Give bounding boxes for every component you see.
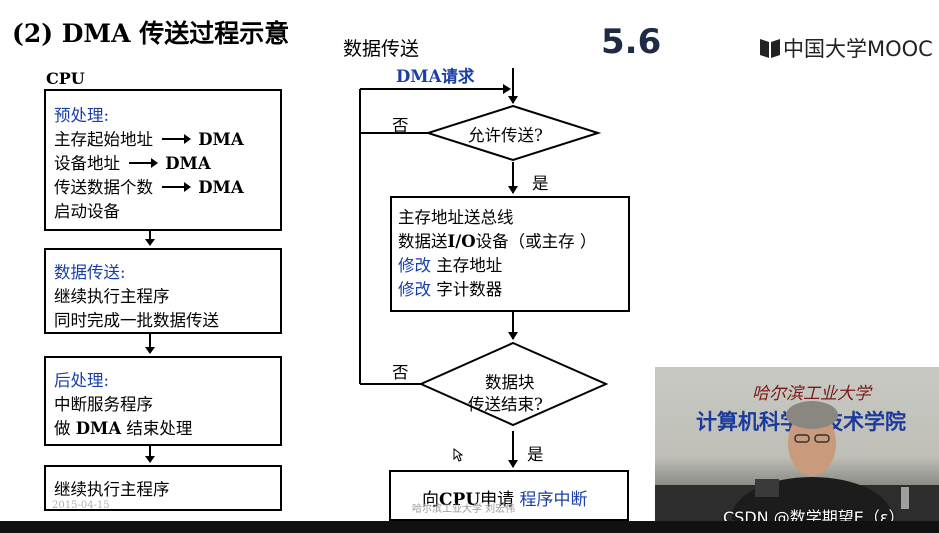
preprocess-line-text: 设备地址: [54, 154, 120, 173]
mouse-cursor-icon: [453, 448, 463, 462]
postprocess-dma: DMA: [75, 419, 122, 438]
book-icon: [760, 39, 780, 58]
preprocess-line-text: 启动设备: [54, 202, 120, 221]
process-line: 修改 字计数器: [398, 278, 596, 302]
preprocess-line-target: DMA: [198, 178, 244, 197]
postprocess-box: 后处理: 中断服务程序 做 DMA 结束处理: [44, 356, 282, 446]
preprocess-line-target: DMA: [198, 130, 244, 149]
slide-date: 2015-04-15: [52, 500, 110, 511]
bottom-bar: [0, 521, 939, 533]
preprocess-line: 设备地址 DMA: [54, 152, 280, 176]
slide-subtitle: 数据传送: [343, 38, 420, 60]
yes-label: 是: [532, 174, 549, 193]
process-keyword: 修改: [398, 280, 431, 299]
interrupt-request-text: 向CPU申请 程序中断: [422, 485, 588, 510]
dma-request-label: DMA请求: [396, 67, 475, 86]
process-line: 修改 主存地址: [398, 254, 596, 278]
process-line: 主存地址送总线: [398, 208, 514, 227]
slide-title: (2) DMA 传送过程示意: [12, 19, 290, 48]
end-text: 申请: [480, 490, 520, 510]
process-text: 设备（或主存 ）: [475, 232, 597, 251]
end-cpu: CPU: [439, 490, 481, 510]
no-label: 否: [392, 363, 409, 382]
decision-block-done-line: 传送结束?: [468, 395, 543, 414]
preprocess-box: 预处理: 主存起始地址 DMA 设备地址 DMA 传送数据个数 DMA 启动设备: [44, 89, 282, 231]
instructor-video: 哈尔滨工业大学 计算机科学与技术学院: [655, 367, 939, 530]
postprocess-line: 做 DMA 结束处理: [54, 417, 280, 441]
postprocess-line: 中断服务程序: [54, 395, 153, 414]
process-text: 数据送: [398, 232, 448, 251]
transfer-process-text: 主存地址送总线 数据送I/O设备（或主存 ） 修改 主存地址 修改 字计数器: [398, 206, 596, 302]
slide-university: 哈尔滨工业大学 刘宏伟: [412, 504, 516, 515]
postprocess-heading: 后处理:: [54, 371, 110, 390]
preprocess-line: 启动设备: [54, 200, 280, 224]
data-transfer-line: 继续执行主程序: [54, 287, 170, 306]
process-keyword: 修改: [398, 256, 431, 275]
postprocess-suffix: 结束处理: [121, 419, 193, 438]
resume-main-text: 继续执行主程序: [54, 480, 170, 499]
preprocess-line-text: 传送数据个数: [54, 178, 153, 197]
data-transfer-heading: 数据传送:: [54, 263, 126, 282]
video-brand-text: 哈尔滨工业大学: [752, 384, 871, 404]
logo-text: 中国大学MOOC: [783, 37, 933, 61]
no-label: 否: [392, 116, 409, 135]
mooc-logo: 中国大学MOOC: [760, 30, 939, 66]
preprocess-line-target: DMA: [165, 154, 211, 173]
right-arrow-icon: [158, 128, 198, 152]
preprocess-line: 主存起始地址 DMA: [54, 128, 280, 152]
process-text: 主存地址: [431, 256, 503, 275]
right-arrow-icon: [158, 176, 198, 200]
process-text: 字计数器: [431, 280, 503, 299]
preprocess-heading: 预处理:: [54, 106, 110, 125]
end-keyword: 程序中断: [519, 490, 588, 510]
cpu-label: CPU: [46, 69, 85, 88]
process-io: I/O: [447, 232, 476, 251]
process-line: 数据送I/O设备（或主存 ）: [398, 230, 596, 254]
decision-allow-transfer: 允许传送?: [468, 126, 543, 145]
end-text: 向: [422, 490, 439, 510]
yes-label: 是: [527, 445, 544, 464]
preprocess-line-text: 主存起始地址: [54, 130, 153, 149]
section-number: 5.6: [601, 22, 662, 62]
postprocess-prefix: 做: [54, 419, 76, 438]
data-transfer-box: 数据传送: 继续执行主程序 同时完成一批数据传送: [44, 248, 282, 334]
decision-block-done-line: 数据块: [485, 373, 535, 392]
preprocess-line: 传送数据个数 DMA: [54, 176, 280, 200]
data-transfer-line: 同时完成一批数据传送: [54, 311, 219, 330]
right-arrow-icon: [125, 152, 165, 176]
resume-main-box: 继续执行主程序: [44, 465, 282, 511]
